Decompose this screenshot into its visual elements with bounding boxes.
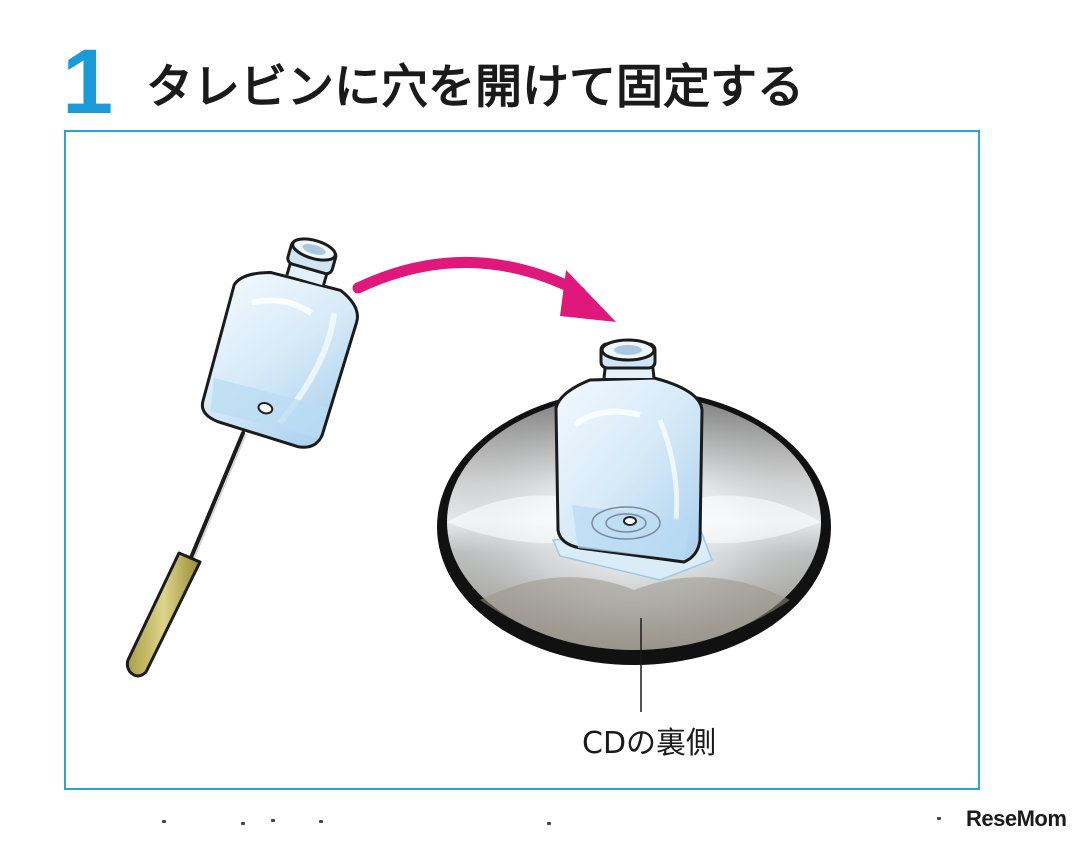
bottle-tilted [200,237,359,449]
resemom-logo: ReseMom [966,806,1067,831]
step-number: 1 [62,31,113,133]
bottle-on-cd [554,338,704,564]
arrow [352,257,616,322]
step-title: タレビンに穴を開けて固定する [146,60,804,115]
awl [125,431,247,678]
cd-back-label: CDの裏側 [582,726,717,761]
